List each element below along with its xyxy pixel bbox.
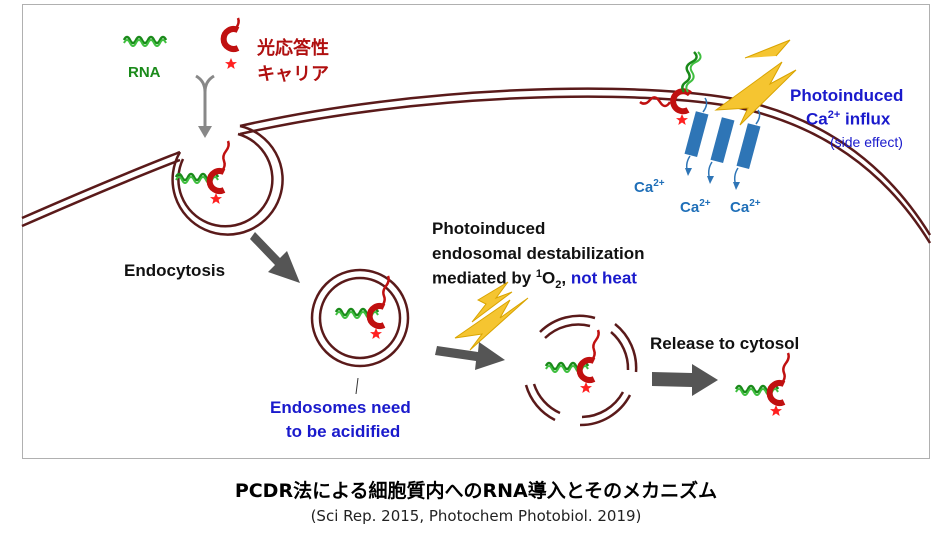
- endosomes-label-line1: Endosomes need: [270, 398, 411, 417]
- side-effect-label: (side effect): [830, 134, 903, 150]
- rna-carrier-complex-broken-endosome: [546, 330, 599, 393]
- calcium-channels: [684, 97, 761, 190]
- figure-frame: [22, 4, 930, 459]
- destab-prefix: mediated by: [432, 268, 536, 288]
- release-label: Release to cytosol: [650, 334, 800, 353]
- ca-influx-label-line2: Ca2+ influx: [806, 109, 890, 130]
- ca-ion-label-1: Ca2+: [634, 178, 665, 196]
- ca-ion-2-sup: 2+: [699, 198, 711, 209]
- ca-ion-1-sup: 2+: [653, 178, 665, 189]
- rna-label: RNA: [128, 64, 161, 81]
- broken-endosome: [524, 314, 638, 427]
- ca-ion-label-3: Ca2+: [730, 198, 761, 216]
- rna-carrier-complex-vesicle: [176, 141, 229, 204]
- destab-o: O: [542, 268, 556, 288]
- ca-influx-ca: Ca: [806, 109, 828, 129]
- rna-carrier-complex-endosome: [336, 276, 389, 339]
- endocytosis-arrow: [250, 232, 300, 283]
- release-arrow: [652, 364, 718, 396]
- destabilization-label-line1: Photoinduced: [432, 219, 546, 238]
- ca-ion-2: Ca: [680, 199, 700, 216]
- ca-ion-3-sup: 2+: [749, 198, 761, 209]
- rna-carrier-complex-cytosol: [736, 353, 789, 416]
- ca-influx-label-line1: Photoinduced: [790, 86, 904, 105]
- destabilization-arrow: [435, 342, 505, 370]
- figure-caption-title: PCDR法による細胞質内へのRNA導入とそのメカニズム: [234, 480, 718, 502]
- lightning-icon-endosome-shape: [454, 297, 529, 351]
- endosome-pointer-line: [355, 377, 359, 395]
- ca-ion-3: Ca: [730, 199, 750, 216]
- endocytic-vesicle: [171, 124, 284, 236]
- endosomes-label-line2: to be acidified: [286, 422, 401, 441]
- carrier-label-line1: 光応答性: [257, 38, 329, 58]
- figure-caption-source: (Sci Rep. 2015, Photochem Photobiol. 201…: [310, 507, 642, 525]
- cell-membrane: [21, 87, 932, 244]
- not-heat-label: not heat: [570, 268, 637, 288]
- destab-sub: 2: [555, 279, 562, 292]
- destab-sup: 1: [535, 268, 543, 280]
- ca-ion-1: Ca: [634, 179, 654, 196]
- destab-comma: ,: [561, 268, 571, 288]
- carrier-molecule: [220, 17, 240, 69]
- merge-arrow: [195, 74, 215, 138]
- endocytosis-label: Endocytosis: [124, 261, 226, 280]
- endosome: [310, 268, 410, 368]
- carrier-label-line2: キャリア: [257, 64, 329, 84]
- lightning-icon-membrane: [714, 39, 797, 126]
- ca-influx-sup: 2+: [827, 109, 841, 121]
- rna-strand: [122, 35, 168, 48]
- destabilization-label-line2: endosomal destabilization: [432, 244, 645, 263]
- rna-carrier-complex-membrane: [639, 51, 702, 125]
- ca-influx-rest: influx: [840, 109, 891, 129]
- ca-ion-label-2: Ca2+: [680, 198, 711, 216]
- destabilization-label-line3: mediated by 1O2, not heat: [432, 268, 637, 291]
